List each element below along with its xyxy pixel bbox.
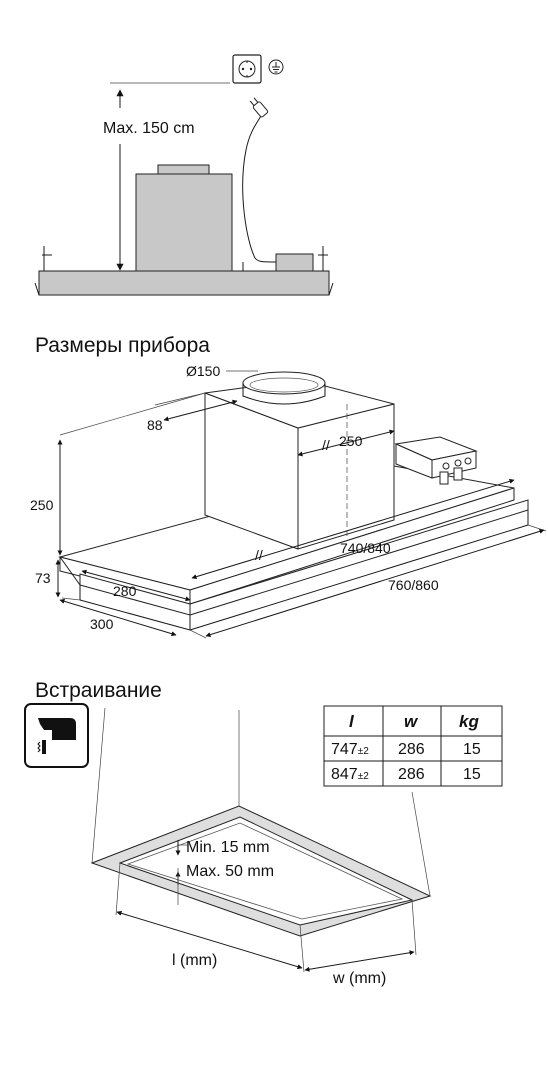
socket-icon: [232, 54, 262, 84]
duct-diameter-label: Ø150: [186, 363, 220, 379]
break-mark-depth: //: [322, 437, 330, 453]
table-header-l: l: [349, 712, 355, 731]
max-height-label: Max. 150 cm: [103, 120, 195, 137]
hood-duct-collar: [157, 164, 210, 175]
table-header-w: w: [404, 712, 419, 731]
duct-collar: [242, 371, 326, 405]
junction-box: [275, 253, 314, 272]
mount-brackets: [34, 246, 334, 296]
ceiling-slab: [38, 270, 330, 296]
inner-width-label: 280: [113, 583, 137, 599]
section-cutout: Встраивание l w kg 747±2 286 15 847±2 28…: [24, 679, 503, 987]
ground-icon: [268, 59, 284, 75]
break-mark-inner: //: [255, 547, 263, 563]
outer-length-label: 760/860: [388, 577, 439, 593]
body-depth-label: 250: [339, 433, 363, 449]
min-depth-label: Min. 15 mm: [186, 839, 270, 856]
max-depth-label: Max. 50 mm: [186, 863, 274, 880]
dimensions-heading: Размеры прибора: [35, 334, 210, 357]
ceiling-panel-cutout: [90, 805, 432, 937]
duct-offset-label: 88: [147, 417, 163, 433]
table-cell-w: 286: [398, 766, 425, 783]
section-ceiling-mount: Max. 150 cm: [34, 54, 334, 296]
inner-length-label: 740/840: [340, 540, 391, 556]
table-row: 747±2: [331, 741, 369, 758]
table-cell-w: 286: [398, 741, 425, 758]
body-height-label: 250: [30, 497, 54, 513]
table-cell-kg: 15: [463, 766, 481, 783]
electrical-box: [394, 436, 478, 485]
table-cell-kg: 15: [463, 741, 481, 758]
frame-height-label: 73: [35, 570, 51, 586]
table-header-kg: kg: [459, 712, 479, 731]
spec-table: l w kg 747±2 286 15 847±2 286 15: [323, 705, 503, 787]
cutout-heading: Встраивание: [35, 679, 162, 702]
hood-body: [135, 173, 233, 272]
width-dimension-label: w (mm): [332, 970, 386, 987]
length-dimension-label: l (mm): [172, 952, 217, 969]
jigsaw-icon: [24, 703, 89, 768]
hood-motor-box: [204, 379, 395, 550]
table-row: 847±2: [331, 766, 369, 783]
section-dimensions: Размеры прибора: [30, 334, 547, 639]
power-cable: [242, 113, 277, 263]
cutout-guide-lines: [91, 707, 431, 897]
power-plug: [249, 97, 269, 118]
outer-width-label: 300: [90, 616, 114, 632]
